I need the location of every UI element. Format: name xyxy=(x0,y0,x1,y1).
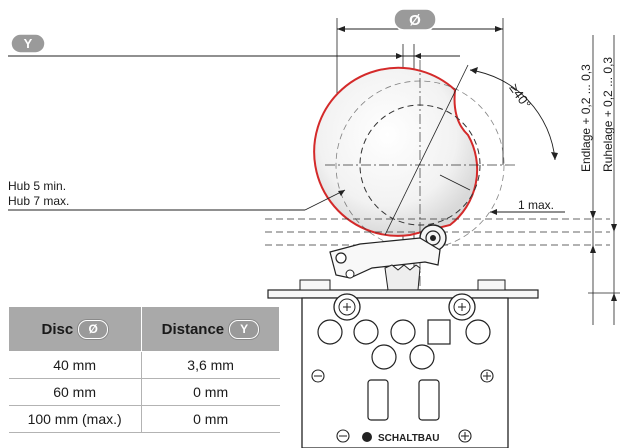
schaltbau-logo: SCHALTBAU xyxy=(362,432,439,444)
stroke-min-label: Hub 5 min. xyxy=(8,179,66,193)
position-dimensions: Endlage + 0,2 ... 0,3 Ruhelage + 0,2 ...… xyxy=(579,35,620,325)
diameter-badge: Ø xyxy=(393,8,437,31)
switch-housing: SCHALTBAU xyxy=(267,279,539,448)
disc-cell: 100 mm (max.) xyxy=(8,405,142,433)
disc-cell: 60 mm xyxy=(8,378,142,406)
angle-dimension: ≥40° xyxy=(469,67,558,161)
diameter-symbol-badge: Ø xyxy=(78,319,109,339)
svg-text:Y: Y xyxy=(24,36,33,51)
stroke-callout: Hub 5 min. Hub 7 max. xyxy=(8,179,346,211)
distance-symbol-badge: Y xyxy=(229,319,260,339)
clearance-callout: 1 max. xyxy=(490,198,565,215)
disc-distance-table: Disc Ø Distance Y 40 mm 3,6 mm 60 mm 0 m… xyxy=(8,306,281,433)
svg-text:≥40°: ≥40° xyxy=(506,81,534,112)
end-position-label: Endlage + 0,2 ... 0,3 xyxy=(579,64,593,172)
distance-badge: Y xyxy=(10,33,46,54)
svg-text:Ø: Ø xyxy=(409,12,421,29)
svg-text:1 max.: 1 max. xyxy=(518,198,554,212)
rest-position-label: Ruhelage + 0,2 ... 0,3 xyxy=(601,57,615,172)
reference-lines xyxy=(265,218,610,246)
diameter-dimension: Ø xyxy=(336,8,504,165)
distance-cell: 0 mm xyxy=(141,378,280,406)
disc-column-header: Disc Ø xyxy=(8,306,142,352)
stroke-max-label: Hub 7 max. xyxy=(8,194,69,208)
svg-text:SCHALTBAU: SCHALTBAU xyxy=(378,433,439,444)
table-row: 100 mm (max.) 0 mm xyxy=(8,405,280,433)
actuator-lever xyxy=(329,224,447,291)
distance-cell: 0 mm xyxy=(141,405,280,433)
table-row: 40 mm 3,6 mm xyxy=(8,351,280,379)
distance-column-header: Distance Y xyxy=(140,306,281,352)
table-header-row: Disc Ø Distance Y xyxy=(8,306,281,352)
disc-cell: 40 mm xyxy=(8,351,142,379)
distance-cell: 3,6 mm xyxy=(141,351,280,379)
table-row: 60 mm 0 mm xyxy=(8,378,280,406)
